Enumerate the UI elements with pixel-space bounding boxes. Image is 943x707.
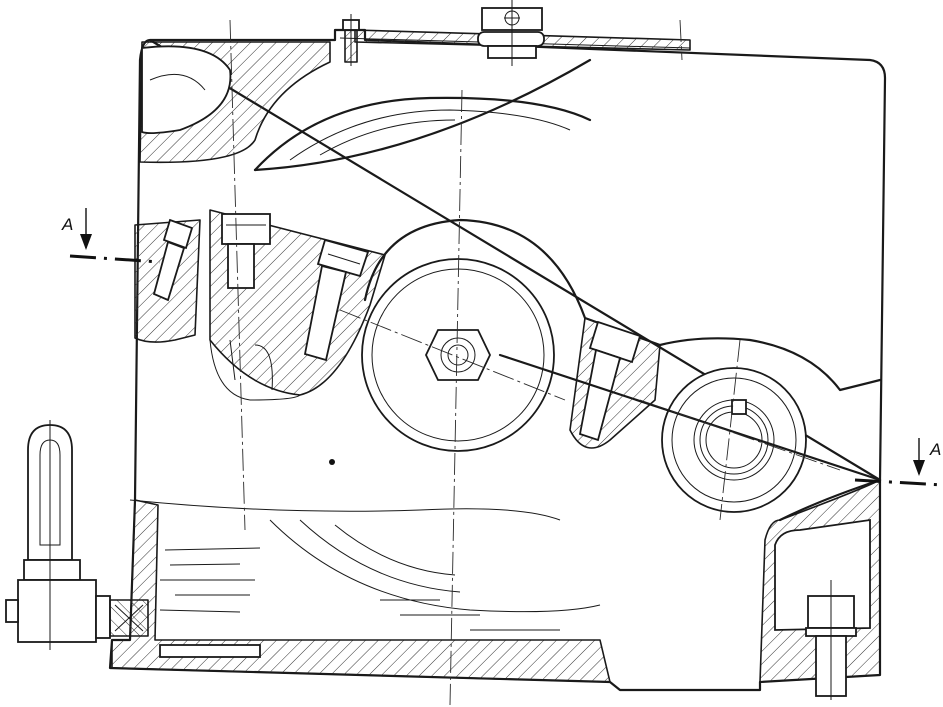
socket-screw-2: [221, 213, 271, 289]
drain-plug: [95, 595, 149, 639]
partition-pocket: [209, 339, 301, 401]
ink-dot: [329, 459, 335, 465]
section-label-right: A: [929, 440, 941, 459]
oil-sump: [129, 499, 601, 631]
oil-level-lines: [159, 547, 560, 631]
section-label-left: A: [61, 215, 73, 234]
oil-dipstick: [5, 420, 97, 650]
upper-gear-rim: [253, 58, 592, 172]
mid-partition-right: [569, 317, 661, 449]
shaft-1-boss: [361, 218, 882, 452]
socket-screw-3: [303, 238, 370, 362]
centre-lines: [229, 19, 841, 706]
section-arrow-right: A: [913, 438, 941, 476]
foot-bolt: [805, 580, 857, 700]
socket-screw-1: [152, 218, 194, 302]
top-screw-left: [342, 14, 360, 66]
section-arrow-left: A: [61, 208, 92, 250]
top-vent-plug: [477, 0, 545, 66]
shaft-2-bearing: [661, 367, 807, 513]
section-cut-line: [69, 254, 943, 487]
housing-floor: [111, 499, 611, 683]
upper-left-wall-section: [139, 41, 331, 164]
